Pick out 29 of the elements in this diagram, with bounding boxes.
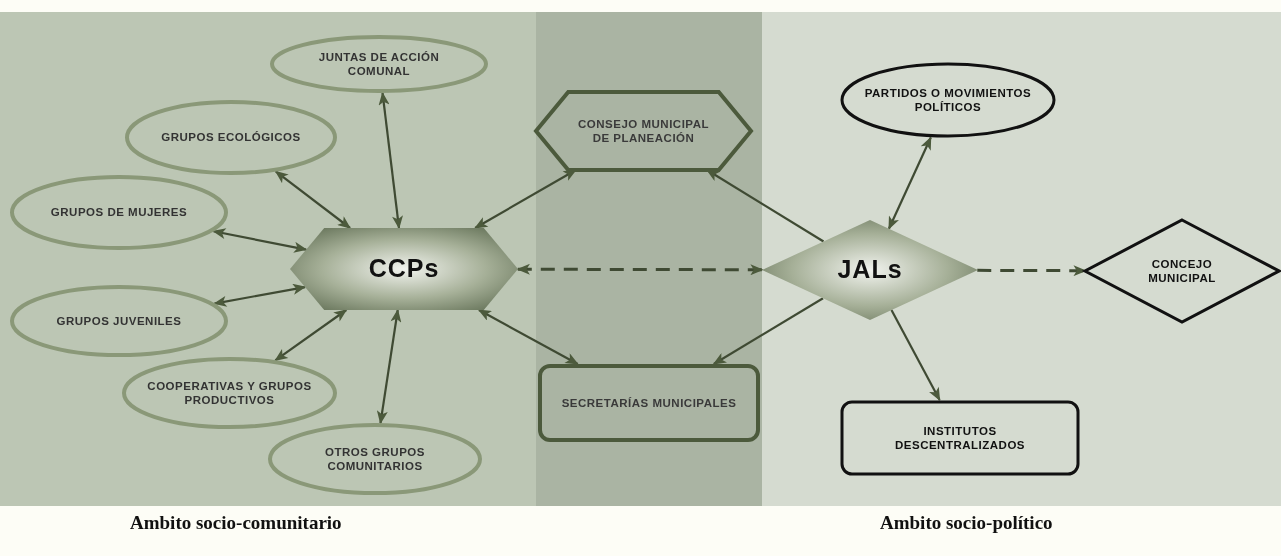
arrow [376, 308, 402, 425]
node-label: CONCEJO MUNICIPAL [1147, 256, 1217, 286]
arrow [706, 169, 825, 243]
arrow [213, 283, 307, 307]
arrow [977, 265, 1087, 277]
arrow [274, 170, 351, 229]
arrow [516, 263, 764, 276]
arrow [478, 309, 579, 365]
node-label: CCPs [368, 253, 440, 285]
node-label: GRUPOS DE MUJERES [50, 205, 188, 220]
arrow [887, 136, 932, 230]
node-label: OTROS GRUPOS COMUNITARIOS [324, 444, 426, 474]
section-caption: Ambito socio-político [880, 512, 1053, 534]
node-label: COOPERATIVAS Y GRUPOS PRODUCTIVOS [146, 378, 313, 408]
node-label: SECRETARÍAS MUNICIPALES [561, 395, 737, 411]
arrow [474, 169, 577, 229]
node-label: PARTIDOS O MOVIMIENTOS POLÍTICOS [864, 85, 1032, 115]
arrow [890, 309, 941, 401]
node-label: GRUPOS ECOLÓGICOS [161, 130, 301, 145]
arrow [712, 297, 824, 365]
arrow [378, 91, 403, 230]
arrow [212, 228, 308, 253]
node-label: JUNTAS DE ACCIÓN COMUNAL [317, 49, 441, 79]
node-label: GRUPOS JUVENILES [56, 313, 182, 329]
node-label: JALs [837, 254, 903, 286]
arrow [274, 309, 348, 362]
node-label: INSTITUTOS DESCENTRALIZADOS [894, 423, 1026, 453]
node-label: CONSEJO MUNICIPAL DE PLANEACIÓN [577, 116, 710, 146]
section-caption: Ambito socio-comunitario [130, 512, 342, 534]
